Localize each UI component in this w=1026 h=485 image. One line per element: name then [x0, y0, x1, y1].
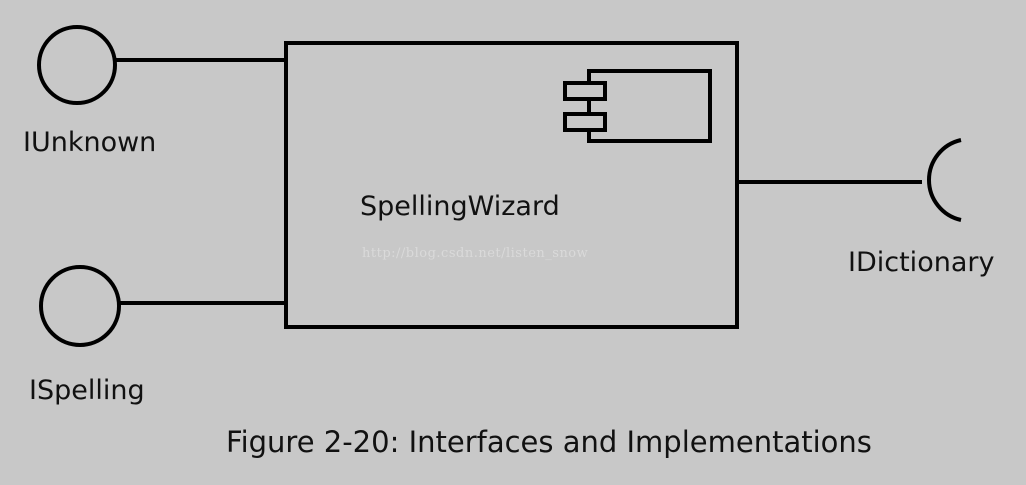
component-icon-body [587, 69, 712, 143]
spellingwizard-component-box [284, 41, 739, 329]
component-icon [563, 69, 712, 143]
figure-caption: Figure 2-20: Interfaces and Implementati… [226, 425, 872, 459]
ispelling-interface-circle [39, 265, 121, 347]
iunknown-label: IUnknown [23, 127, 157, 158]
ispelling-label: ISpelling [29, 375, 145, 406]
idictionary-socket-arc [927, 138, 962, 222]
iunknown-interface-circle [37, 25, 117, 105]
component-icon-upper-tab [563, 81, 607, 101]
component-icon-lower-tab [563, 112, 607, 132]
component-name-label: SpellingWizard [360, 191, 560, 222]
idictionary-label: IDictionary [848, 247, 995, 278]
watermark-text: http://blog.csdn.net/listen_snow [362, 246, 589, 261]
